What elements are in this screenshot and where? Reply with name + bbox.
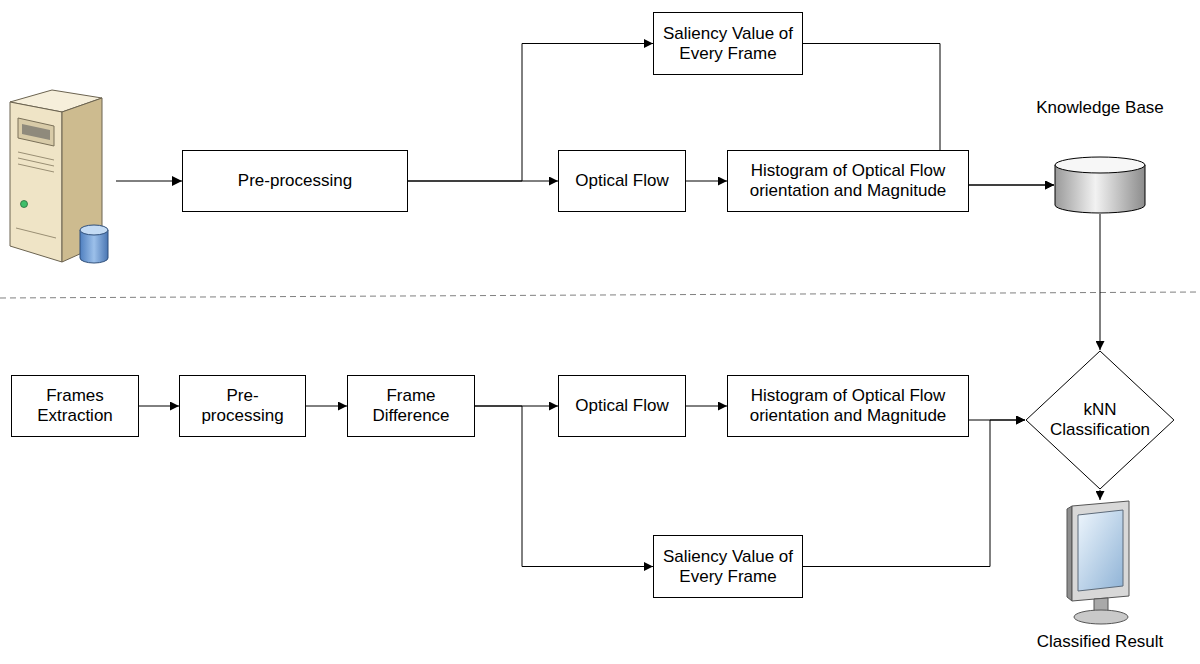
database-cylinder [80,225,108,263]
database-cylinder [1054,156,1146,214]
node-label: Pre-processing [238,171,352,191]
node-label: Histogram of Optical Flow orientation an… [732,386,964,425]
node-label: Saliency Value of Every Frame [658,547,798,586]
process-box: Pre- processing [179,375,306,437]
decision-diamond: kNN Classification [1025,350,1175,490]
monitor-side [1067,506,1072,601]
process-box: Frames Extraction [11,375,139,437]
flow-arrow [1100,214,1101,350]
process-box: Saliency Value of Every Frame [653,12,803,75]
panel-line [16,228,56,238]
knowledge-base: Knowledge Base [1015,96,1185,214]
monitor-screen [1078,510,1123,591]
flow-arrow [1100,490,1101,500]
result-monitor: Classified Result [1030,500,1170,654]
process-box: Optical Flow [558,150,686,212]
node-label: Frame Difference [352,386,470,425]
monitor-icon [1065,500,1135,628]
monitor-bezel [1072,501,1129,601]
flow-arrow [306,406,347,407]
process-box: Histogram of Optical Flow orientation an… [727,375,969,437]
node-label: Optical Flow [575,396,669,416]
flow-arrow [408,181,558,182]
drive-slot [22,124,50,140]
process-box: Saliency Value of Every Frame [653,535,803,598]
panel-line [18,164,54,172]
process-box: Histogram of Optical Flow orientation an… [727,150,969,212]
node-label: Frames Extraction [16,386,134,425]
input-arrow [116,181,182,182]
power-led [21,201,28,208]
monitor-base [1074,610,1128,624]
cylinder-top [80,225,108,235]
flow-arrow [139,406,179,407]
node-label: Optical Flow [575,171,669,191]
node-label: Saliency Value of Every Frame [658,24,798,63]
flow-arrow [803,420,1025,567]
node-label: Knowledge Base [1015,98,1185,118]
node-label: kNN Classification [1044,400,1156,439]
phase-separator [0,292,1200,298]
diamond-shape [1026,351,1174,489]
cylinder-art [1054,156,1146,214]
drive-bay [18,118,54,146]
node-label: Classified Result [1030,632,1170,652]
server-front [10,102,62,262]
process-box: Frame Difference [347,375,475,437]
node-label: Pre- processing [184,386,301,425]
cylinder-top [1055,157,1145,173]
flow-arrow [686,181,727,182]
process-box: Pre-processing [182,150,408,212]
node-label: Histogram of Optical Flow orientation an… [732,161,964,200]
server-icon [10,90,108,263]
flow-arrow [686,406,727,407]
process-box: Optical Flow [558,375,686,437]
